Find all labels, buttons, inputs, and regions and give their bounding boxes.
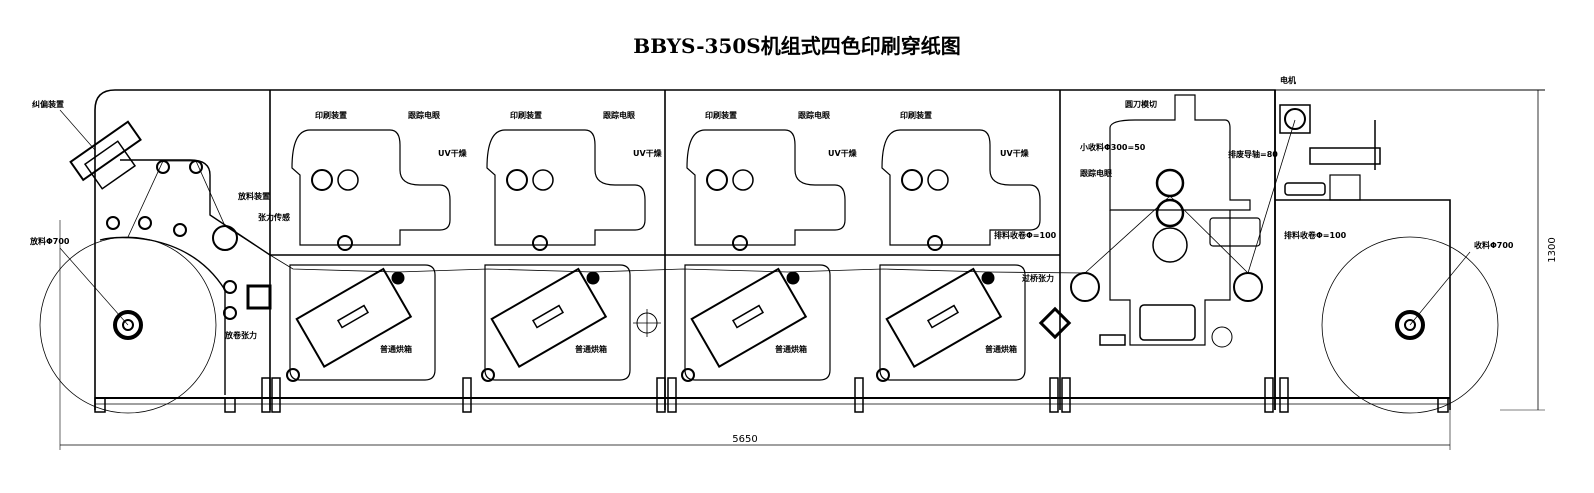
label-tension-sensor: 张力传感 <box>258 212 290 222</box>
label-print-device-3: 印刷装置 <box>705 110 737 120</box>
rewind-core <box>1395 310 1425 340</box>
label-print-device-1: 印刷装置 <box>315 110 347 120</box>
label-unwind-roll: 放料Φ700 <box>29 236 70 246</box>
label-guide-shaft: 排废导轴=80 <box>1228 149 1278 159</box>
die-cut-station <box>1038 94 1263 348</box>
label-unwind-tension: 放料装置 <box>237 191 270 201</box>
idler-rollers <box>106 160 237 320</box>
label-splice-device: 纠偏装置 <box>32 99 64 109</box>
printing-unit-2 <box>481 129 646 382</box>
label-uv-4: UV干燥 <box>1000 148 1030 158</box>
label-sensor-2: 跟踪电眼 <box>603 110 635 120</box>
label-print-device-4: 印刷装置 <box>900 110 932 120</box>
label-hot-air-2: 普通烘箱 <box>575 344 607 354</box>
label-hot-air-1: 普通烘箱 <box>380 344 412 354</box>
drawing-title: BBYS-350S机组式四色印刷穿纸图 <box>633 34 961 58</box>
leader-lines <box>59 109 1471 326</box>
label-hot-air-3: 普通烘箱 <box>775 344 807 354</box>
label-uv-2: UV干燥 <box>633 148 663 158</box>
label-small-rewind: 小收料Φ300=50 <box>1079 142 1146 152</box>
height-label: 1300 <box>1547 237 1558 262</box>
label-rewind-tension-unit: 过桥张力 <box>1022 273 1054 283</box>
unwind-motor <box>246 284 272 310</box>
label-print-device-2: 印刷装置 <box>510 110 542 120</box>
label-sensor-3: 跟踪电眼 <box>798 110 830 120</box>
label-waste-rewind-right: 排料收卷Φ=100 <box>1284 230 1347 240</box>
label-die-cut: 圆刀模切 <box>1125 99 1157 109</box>
label-motor: 电机 <box>1280 75 1296 85</box>
label-rewind-roll: 收料Φ700 <box>1474 240 1514 250</box>
label-tracking-eye: 跟踪电眼 <box>1080 168 1112 178</box>
printing-unit-3 <box>681 129 846 382</box>
support-legs <box>94 377 1449 413</box>
printing-unit-4 <box>876 129 1041 382</box>
unwind-core <box>113 310 143 340</box>
rewind-roll <box>1321 236 1499 414</box>
splice-device-shape <box>69 120 142 190</box>
label-sensor-1: 跟踪电眼 <box>408 110 440 120</box>
rewind-devices <box>1279 104 1381 201</box>
web-path <box>127 119 1296 274</box>
total-length-label: 5650 <box>732 434 757 445</box>
unwind-side-plate <box>120 159 271 256</box>
label-waste-rewind-left: 排料收卷Φ=100 <box>994 230 1057 240</box>
machine-frame-outline <box>94 89 1276 410</box>
tension-roller <box>212 225 238 251</box>
label-uv-3: UV干燥 <box>828 148 858 158</box>
label-unwind-power: 放卷张力 <box>224 330 257 340</box>
label-uv-1: UV干燥 <box>438 148 468 158</box>
label-hot-air-4: 普通烘箱 <box>985 344 1017 354</box>
printing-unit-1 <box>286 129 451 382</box>
